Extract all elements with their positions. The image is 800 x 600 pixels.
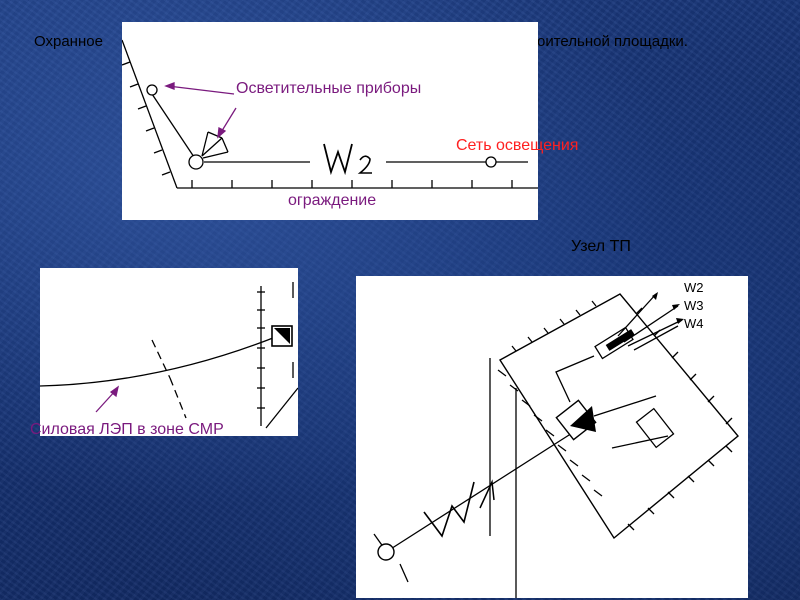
w-index-1-path [479,479,495,509]
transformer-triangle [570,406,596,432]
label-tp-node: Узел ТП [571,238,631,255]
power-line-panel [40,268,298,436]
slide-title-left: Охранное [34,33,103,50]
busbar-fill [605,329,635,351]
w-index-2-path [357,155,372,174]
output-label-w2: W2 [684,280,704,295]
power-line-curve [40,335,279,387]
lighting-diagram-panel: Осветительные приборы ограждение [122,22,538,220]
lamp-circle-right [485,156,497,168]
label-fence: ограждение [288,192,377,209]
lighting-diagram [122,39,538,189]
substation-enclosure [499,293,739,540]
lamp-circle-main [188,154,204,170]
lamp-circle-top [146,84,158,96]
slide-title-right: оительной площадки. [537,33,688,50]
tp-node-panel: W2 W3 W4 [356,276,748,598]
power-line-diagram [40,282,298,429]
label-lighting-devices: Осветительные приборы [236,80,422,97]
arrow-to-top-lamp [167,85,235,95]
feeder-line-w1 [385,427,581,553]
fence-slope-line [122,39,178,189]
output-line-w2 [617,293,657,337]
label-power-line: Силовая ЛЭП в зоне СМР [30,421,224,438]
pole-circle [377,543,395,561]
tp-node-diagram [373,292,739,598]
output-label-w4: W4 [684,316,704,331]
w-letter-path [423,481,475,538]
busbar-connection [555,355,595,403]
switchboard-box [635,407,675,449]
label-lighting-network: Сеть освещения [456,137,579,154]
network-cable-slope [151,93,197,161]
output-label-w3: W3 [684,298,704,313]
w-letter-path [323,143,353,176]
transformer-fill [274,328,290,344]
